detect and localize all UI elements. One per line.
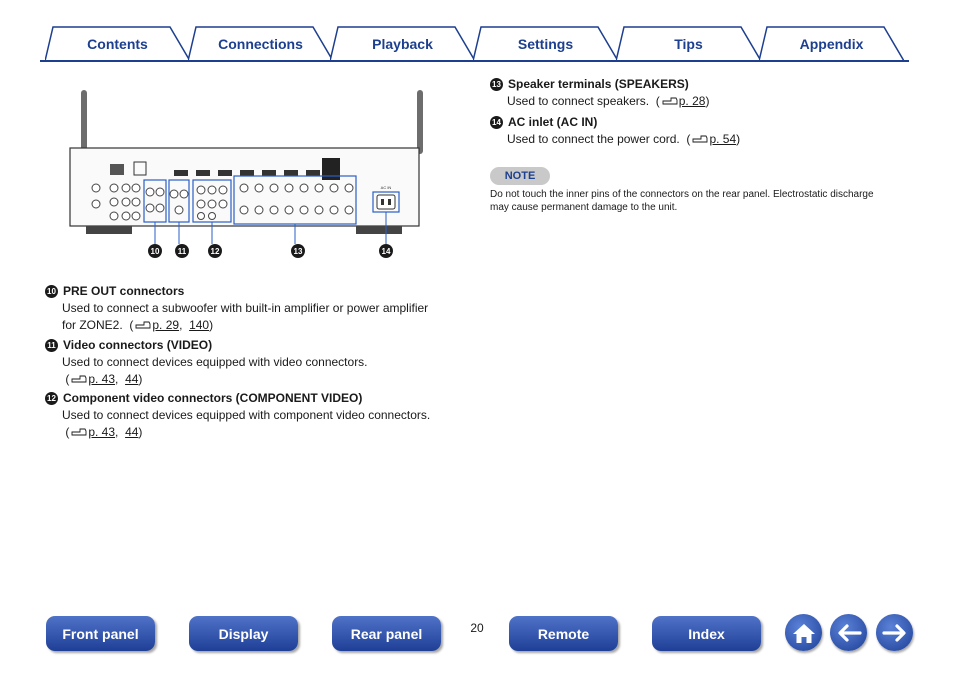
tab-label: Tips — [674, 35, 703, 52]
rear-panel-button[interactable]: Rear panel — [332, 616, 441, 651]
home-icon — [792, 623, 815, 643]
page-link[interactable]: p. 29 — [152, 318, 180, 332]
tab-settings[interactable]: Settings — [473, 26, 618, 61]
foot-left — [86, 226, 132, 234]
item-number: 14 — [490, 116, 503, 129]
tab-label: Appendix — [799, 35, 864, 52]
tab-label: Playback — [372, 35, 433, 52]
item-ac-inlet: 14 AC inlet (AC IN) Used to connect the p… — [490, 114, 910, 148]
index-button[interactable]: Index — [652, 616, 761, 651]
note-badge: NOTE — [490, 167, 550, 185]
rear-panel-diagram: AC IN 10 11 12 13 14 — [69, 90, 423, 258]
pointing-hand-icon — [71, 375, 87, 383]
arrow-left-icon — [837, 623, 862, 642]
item-number: 13 — [490, 78, 503, 91]
page-number: 20 — [470, 621, 484, 635]
pointing-hand-icon — [71, 428, 87, 436]
item-desc: Used to connect devices equipped with vi… — [62, 355, 368, 369]
left-jack-cluster — [91, 183, 141, 221]
note-text: Do not touch the inner pins of the conne… — [490, 189, 874, 213]
item-title: PRE OUT connectors — [63, 284, 185, 298]
ac-in-label: AC IN — [381, 185, 392, 190]
item-title: Component video connectors (COMPONENT VI… — [63, 391, 363, 405]
leader-lines — [154, 212, 387, 244]
item-title: AC inlet (AC IN) — [508, 115, 598, 129]
item-number: 12 — [45, 392, 58, 405]
item-desc: Used to connect the power cord. — [507, 132, 680, 146]
item-video: 11 Video connectors (VIDEO) Used to conne… — [45, 337, 465, 388]
pointing-hand-icon — [135, 321, 151, 329]
tab-label: Settings — [517, 35, 574, 52]
right-antenna — [417, 90, 423, 154]
left-antenna — [81, 90, 87, 154]
back-button[interactable] — [830, 614, 867, 651]
callout-10: 10 — [151, 247, 160, 256]
item-desc: Used to connect devices equipped with co… — [62, 408, 431, 422]
callout-12: 12 — [211, 247, 220, 256]
top-tab-bar: Contents Connections Playback Settings T… — [40, 26, 909, 62]
display-button[interactable]: Display — [189, 616, 298, 651]
page-link[interactable]: 44 — [125, 372, 139, 386]
callout-13: 13 — [294, 247, 303, 256]
callout-14: 14 — [382, 247, 391, 256]
home-button[interactable] — [785, 614, 822, 651]
tab-bar-divider — [40, 60, 909, 62]
tab-contents[interactable]: Contents — [45, 26, 190, 61]
item-desc: Used to connect speakers. — [507, 94, 650, 108]
arrow-right-icon — [881, 623, 906, 642]
video-jacks — [169, 189, 189, 215]
tab-label: Connections — [218, 35, 303, 52]
page-link[interactable]: p. 43 — [88, 372, 116, 386]
item-number: 10 — [45, 285, 58, 298]
item-number: 11 — [45, 339, 58, 352]
pre-out-jacks — [145, 187, 165, 213]
front-panel-button[interactable]: Front panel — [46, 616, 155, 651]
page-link[interactable]: p. 54 — [709, 132, 737, 146]
hdmi-row — [110, 158, 340, 180]
item-pre-out: 10 PRE OUT connectors Used to connect a s… — [45, 283, 465, 334]
item-speakers: 13 Speaker terminals (SPEAKERS) Used to c… — [490, 76, 910, 110]
foot-right — [356, 226, 402, 234]
speaker-terminals — [239, 183, 354, 215]
tab-appendix[interactable]: Appendix — [759, 26, 904, 61]
item-title: Video connectors (VIDEO) — [63, 338, 213, 352]
item-component-video: 12 Component video connectors (COMPONENT … — [45, 390, 465, 441]
page-link[interactable]: 44 — [125, 425, 139, 439]
callout-11: 11 — [178, 247, 187, 256]
tab-label: Contents — [87, 35, 148, 52]
page-link[interactable]: 140 — [189, 318, 210, 332]
component-jacks — [196, 185, 228, 220]
pointing-hand-icon — [692, 135, 708, 143]
remote-button[interactable]: Remote — [509, 616, 618, 651]
tab-connections[interactable]: Connections — [188, 26, 333, 61]
page-link[interactable]: p. 28 — [678, 94, 706, 108]
forward-button[interactable] — [876, 614, 913, 651]
pointing-hand-icon — [662, 97, 678, 105]
tab-tips[interactable]: Tips — [616, 26, 761, 61]
page-link[interactable]: p. 43 — [88, 425, 116, 439]
ac-inlet — [376, 194, 396, 210]
item-desc-cont: for ZONE2. — [62, 318, 123, 332]
item-title: Speaker terminals (SPEAKERS) — [508, 77, 689, 91]
callouts: 10 11 12 13 14 — [148, 244, 393, 258]
tab-playback[interactable]: Playback — [330, 26, 475, 61]
item-desc: Used to connect a subwoofer with built-i… — [62, 301, 429, 315]
